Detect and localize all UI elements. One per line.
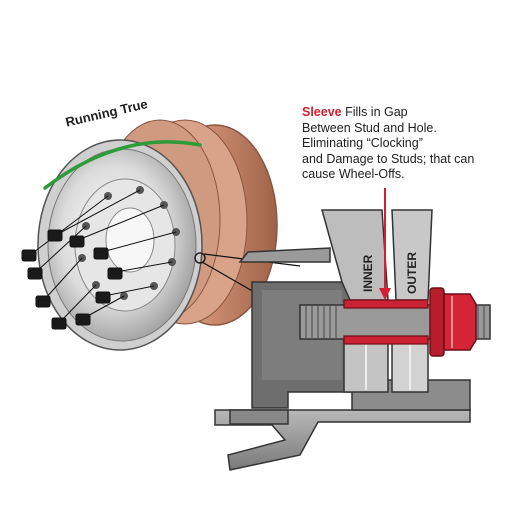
running-true-arc bbox=[43, 140, 202, 190]
sleeve bbox=[343, 299, 429, 345]
sleeve-highlight: Sleeve bbox=[302, 105, 342, 119]
callout-line-2: Between Stud and Hole. bbox=[302, 120, 437, 135]
sleeve-callout: Sleeve Fills in Gap Between Stud and Hol… bbox=[302, 105, 502, 183]
callout-line-1: Sleeve Fills in Gap bbox=[302, 105, 408, 119]
callout-line-4: and Damage to Studs; that can bbox=[302, 151, 475, 166]
wheel-plates bbox=[321, 209, 433, 393]
aluminum-wheel bbox=[37, 139, 206, 351]
flange-nut bbox=[429, 287, 477, 357]
lug-nuts bbox=[21, 189, 177, 330]
callout-arrow bbox=[379, 188, 391, 300]
outer-label: OUTER bbox=[405, 252, 419, 294]
inner-label: INNER bbox=[361, 254, 375, 292]
callout-line-5: cause Wheel-Offs. bbox=[302, 167, 405, 181]
callout-line-3: Eliminating “Clocking” bbox=[302, 136, 423, 150]
